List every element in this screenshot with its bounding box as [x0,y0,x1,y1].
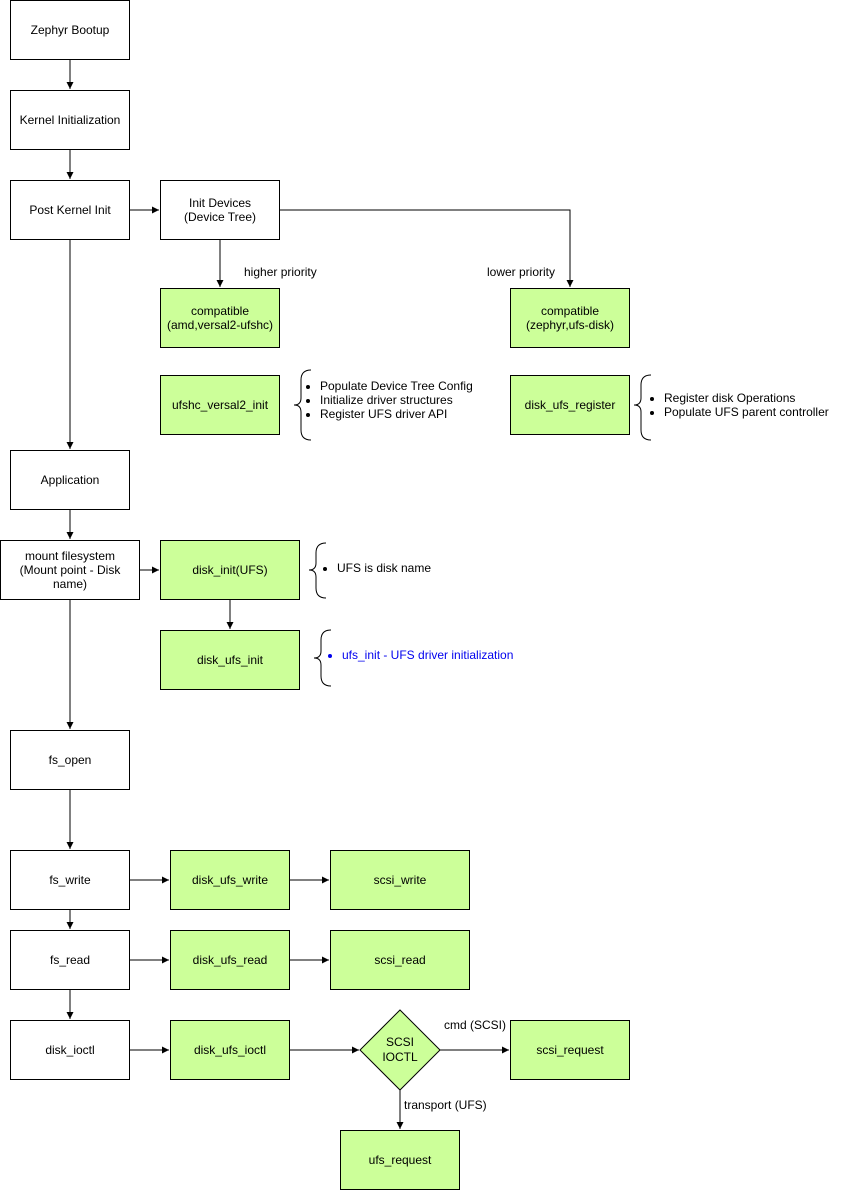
lower-priority-label: lower priority [487,265,556,279]
disk-ufs-ioctl-label: disk_ufs_ioctl [193,1043,267,1057]
init-devices-node[interactable]: Init Devices(Device Tree) [160,180,280,240]
mount-line1: mount filesystem [24,549,115,563]
fs-open-node[interactable]: fs_open [10,730,130,790]
cmd-scsi-label: cmd (SCSI) [444,1018,507,1032]
post-kernel-init-label: Post Kernel Init [29,203,111,217]
fs-read-node[interactable]: fs_read [10,930,130,990]
ufshc-note-item: Register UFS driver API [320,407,473,421]
register-note-item: Populate UFS parent controller [664,405,829,419]
scsi-request-node[interactable]: scsi_request [510,1020,630,1080]
scsi-ioctl-line1: SCSI [385,1035,414,1049]
disk-ufs-register-node[interactable]: disk_ufs_register [510,375,630,435]
transport-ufs-label: transport (UFS) [404,1098,487,1112]
disk-ufs-init-node[interactable]: disk_ufs_init [160,630,300,690]
scsi-read-label: scsi_read [374,953,426,967]
scsi-ioctl-line2: IOCTL [382,1050,418,1064]
disk-init-notes: UFS is disk name [319,561,431,575]
post-kernel-init-node[interactable]: Post Kernel Init [10,180,130,240]
disk-ufs-write-node[interactable]: disk_ufs_write [170,850,290,910]
ufs-request-node[interactable]: ufs_request [340,1130,460,1190]
init-devices-line2: (Device Tree) [183,210,257,224]
brace-ufshc [293,369,312,441]
fs-write-node[interactable]: fs_write [10,850,130,910]
init-devices-line1: Init Devices [188,196,252,210]
register-notes: Register disk Operations Populate UFS pa… [646,391,829,419]
compatible-zephyr-line2: (zephyr,ufs-disk) [525,318,615,332]
kernel-init-label: Kernel Initialization [19,113,121,127]
ufs-request-label: ufs_request [368,1153,432,1167]
ufshc-versal2-init-node[interactable]: ufshc_versal2_init [160,375,280,435]
disk-ufs-read-node[interactable]: disk_ufs_read [170,930,290,990]
application-label: Application [40,473,100,487]
kernel-init-node[interactable]: Kernel Initialization [10,90,130,150]
scsi-ioctl-diamond [359,1009,441,1091]
mount-line3: name) [52,577,87,591]
higher-priority-label: higher priority [244,265,317,279]
zephyr-bootup-node[interactable]: Zephyr Bootup [10,0,130,60]
compatible-zephyr-line1: compatible [540,304,600,318]
compatible-amd-line2: (amd,versal2-ufshc) [166,318,274,332]
disk-ioctl-label: disk_ioctl [45,1043,95,1057]
disk-ioctl-node[interactable]: disk_ioctl [10,1020,130,1080]
disk-ufs-write-label: disk_ufs_write [191,873,269,887]
disk-init-note-item: UFS is disk name [337,561,431,575]
disk-ufs-init-label: disk_ufs_init [196,653,264,667]
register-note-item: Register disk Operations [664,391,829,405]
compatible-zephyr-node[interactable]: compatible(zephyr,ufs-disk) [510,288,630,348]
fs-read-label: fs_read [49,953,91,967]
application-node[interactable]: Application [10,450,130,510]
disk-ufs-register-label: disk_ufs_register [524,398,616,412]
scsi-read-node[interactable]: scsi_read [330,930,470,990]
fs-open-label: fs_open [48,753,92,767]
ufshc-notes: Populate Device Tree Config Initialize d… [302,379,473,421]
disk-ufs-init-notes: ufs_init - UFS driver initialization [324,648,513,662]
fs-write-label: fs_write [49,873,91,887]
disk-init-node[interactable]: disk_init(UFS) [160,540,300,600]
scsi-request-label: scsi_request [536,1043,604,1057]
compatible-amd-line1: compatible [190,304,250,318]
disk-ufs-ioctl-node[interactable]: disk_ufs_ioctl [170,1020,290,1080]
compatible-amd-node[interactable]: compatible(amd,versal2-ufshc) [160,288,280,348]
disk-init-label: disk_init(UFS) [192,563,268,577]
arrow-initdevices-zephyr [280,209,574,287]
disk-ufs-init-note-item: ufs_init - UFS driver initialization [342,648,513,662]
brace-register [633,374,652,441]
brace-diskufsinit [313,629,332,687]
brace-diskinit [308,542,327,599]
disk-ufs-read-label: disk_ufs_read [192,953,268,967]
mount-line2: (Mount point - Disk [19,563,121,577]
zephyr-bootup-label: Zephyr Bootup [30,23,110,37]
ufshc-versal2-init-label: ufshc_versal2_init [171,398,269,412]
scsi-ioctl-text: SCSI IOCTL [370,1035,430,1065]
ufshc-note-item: Initialize driver structures [320,393,473,407]
ufshc-note-item: Populate Device Tree Config [320,379,473,393]
scsi-write-node[interactable]: scsi_write [330,850,470,910]
scsi-write-label: scsi_write [373,873,427,887]
